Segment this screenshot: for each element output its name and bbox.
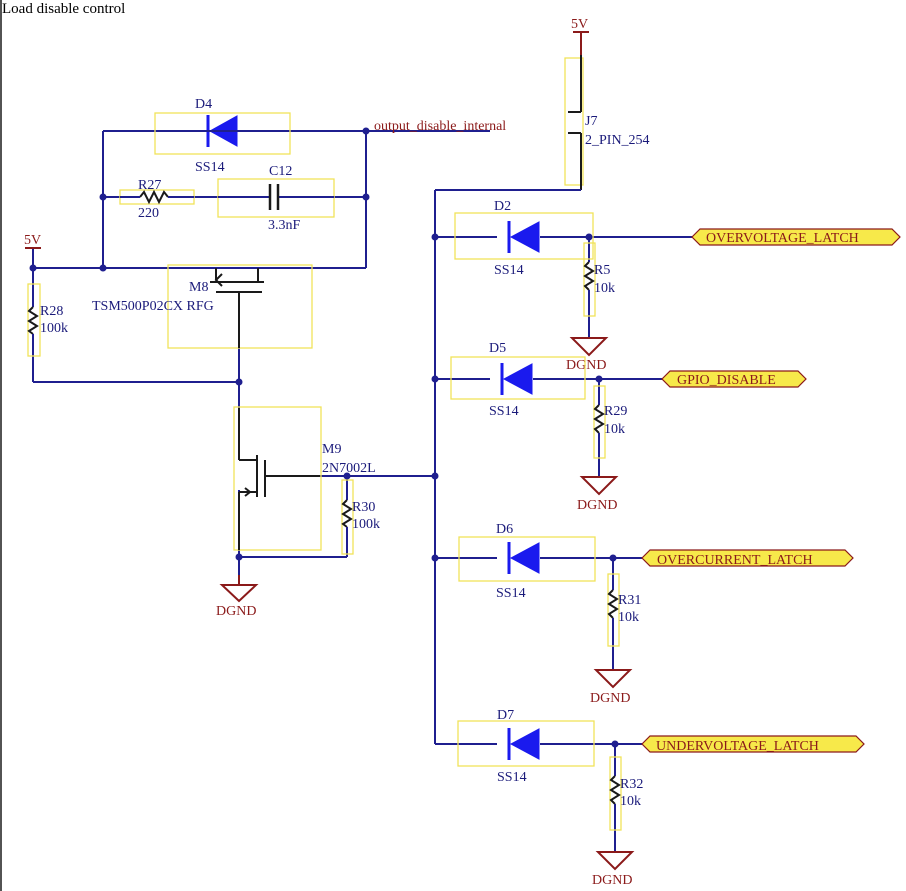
r31-resistor[interactable]: [607, 573, 620, 647]
r5-value: 10k: [594, 281, 615, 296]
d4-ref: D4: [195, 97, 212, 112]
r32-resistor[interactable]: [609, 756, 622, 831]
ground-symbol-r5: [569, 337, 609, 357]
ground-label-left: DGND: [216, 604, 256, 619]
d7-diode[interactable]: [457, 720, 595, 767]
vcc-symbol-top: [573, 31, 589, 55]
r32-value: 10k: [620, 794, 641, 809]
m8-pmos[interactable]: [167, 264, 313, 349]
d7-value: SS14: [497, 770, 527, 785]
ground-symbol-r31: [593, 669, 633, 689]
ground-symbol-left: [219, 575, 259, 603]
port-overcurrent-latch[interactable]: OVERCURRENT_LATCH: [641, 549, 854, 568]
r30-value: 100k: [352, 517, 380, 532]
d6-value: SS14: [496, 586, 526, 601]
r28-resistor[interactable]: [27, 283, 41, 357]
m9-nmos[interactable]: [233, 406, 322, 551]
c12-value: 3.3nF: [268, 218, 301, 233]
vcc-label-left: 5V: [24, 233, 41, 248]
r29-value: 10k: [604, 422, 625, 437]
d7-ref: D7: [497, 708, 514, 723]
c12-ref: C12: [269, 164, 292, 179]
ground-label-r32: DGND: [592, 873, 632, 888]
r28-value: 100k: [40, 321, 68, 336]
j7-connector[interactable]: [564, 55, 584, 190]
vcc-label-top: 5V: [571, 17, 588, 32]
j7-value: 2_PIN_254: [585, 133, 650, 148]
d2-ref: D2: [494, 199, 511, 214]
d5-diode[interactable]: [450, 356, 586, 400]
port-gpio-disable[interactable]: GPIO_DISABLE: [661, 370, 807, 388]
net-label-internal: output_disable_internal: [374, 119, 506, 134]
m9-ref: M9: [322, 442, 341, 457]
wires-right: [434, 189, 692, 852]
d5-ref: D5: [489, 341, 506, 356]
r27-value: 220: [138, 206, 159, 221]
d4-value: SS14: [195, 160, 225, 175]
m9-value: 2N7002L: [322, 461, 376, 476]
d4-diode[interactable]: [154, 112, 291, 155]
r31-ref: R31: [618, 593, 641, 608]
r30-ref: R30: [352, 500, 375, 515]
port-gpio-label: GPIO_DISABLE: [677, 373, 776, 388]
r27-resistor[interactable]: [119, 189, 195, 205]
r5-ref: R5: [594, 263, 610, 278]
j7-ref: J7: [585, 114, 597, 129]
r31-value: 10k: [618, 610, 639, 625]
port-overcurrent-label: OVERCURRENT_LATCH: [657, 553, 813, 568]
m8-value: TSM500P02CX RFG: [92, 299, 214, 314]
r30-resistor[interactable]: [341, 479, 354, 555]
c12-capacitor[interactable]: [217, 178, 335, 218]
d5-value: SS14: [489, 404, 519, 419]
port-undervoltage-latch[interactable]: UNDERVOLTAGE_LATCH: [641, 735, 865, 754]
m8-ref: M8: [189, 280, 208, 295]
ground-label-r5: DGND: [566, 358, 606, 373]
port-undervoltage-label: UNDERVOLTAGE_LATCH: [656, 739, 819, 754]
r28-ref: R28: [40, 304, 63, 319]
r32-ref: R32: [620, 777, 643, 792]
ground-symbol-r29: [579, 476, 619, 496]
sheet-title: Load disable control: [2, 1, 125, 17]
junction-dots: [29, 127, 619, 748]
d2-diode[interactable]: [454, 212, 594, 260]
d6-ref: D6: [496, 522, 513, 537]
ground-label-r31: DGND: [590, 691, 630, 706]
d6-diode[interactable]: [458, 536, 596, 582]
port-overvoltage-label: OVERVOLTAGE_LATCH: [706, 231, 859, 246]
ground-label-r29: DGND: [577, 498, 617, 513]
r27-ref: R27: [138, 178, 161, 193]
port-overvoltage-latch[interactable]: OVERVOLTAGE_LATCH: [691, 228, 901, 246]
d2-value: SS14: [494, 263, 524, 278]
ground-symbol-r32: [595, 851, 635, 871]
r29-ref: R29: [604, 404, 627, 419]
r29-resistor[interactable]: [593, 385, 606, 459]
r5-resistor[interactable]: [583, 242, 596, 317]
